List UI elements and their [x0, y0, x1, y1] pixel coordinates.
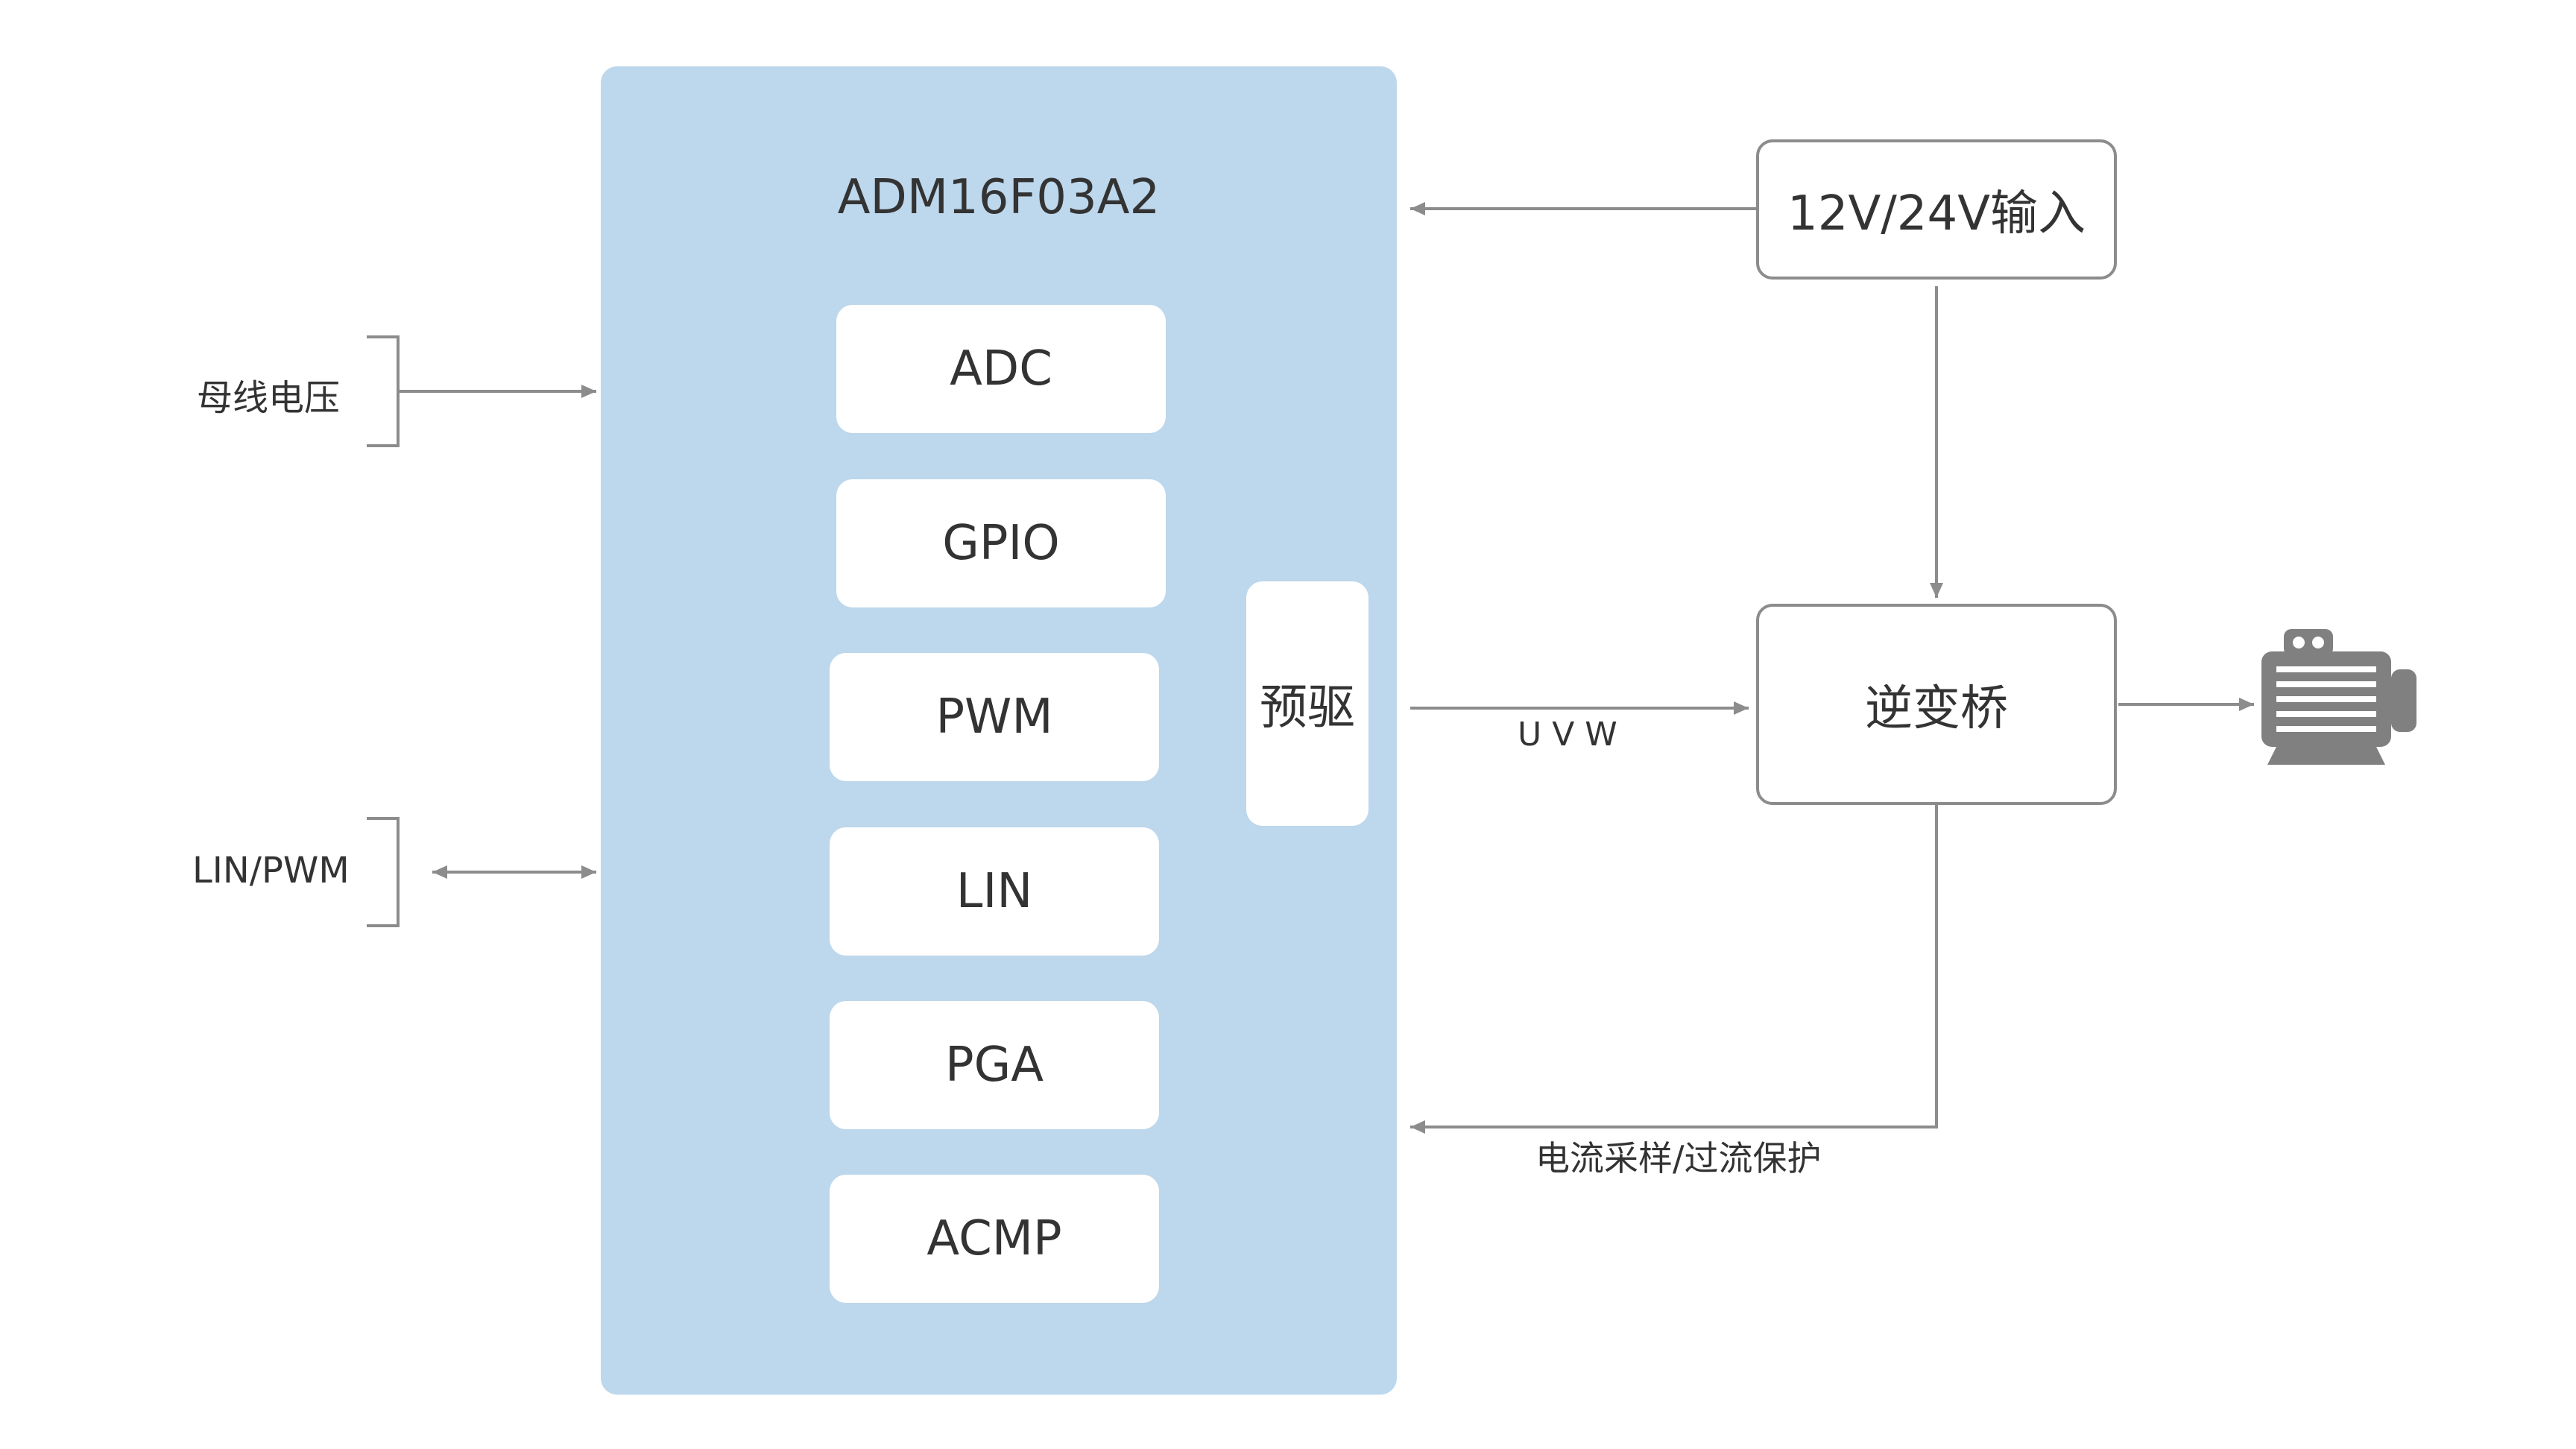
power-input-box: 12V/24V输入 [1756, 139, 2117, 280]
bus-voltage-label: 母线电压 [197, 377, 341, 419]
uvw-label: U V W [1518, 716, 1617, 754]
predrive-block: 预驱 [1246, 581, 1368, 826]
module-acmp: ACMP [830, 1175, 1159, 1303]
lin-pwm-bracket [367, 817, 400, 927]
inverter-bridge-box: 逆变桥 [1756, 604, 2117, 805]
bus-voltage-bracket [367, 335, 400, 447]
module-lin: LIN [830, 827, 1159, 956]
current-sense-arrow [1410, 805, 1938, 1134]
module-pwm: PWM [830, 653, 1159, 781]
module-pga: PGA [830, 1001, 1159, 1129]
lin-pwm-label: LIN/PWM [192, 850, 350, 891]
module-gpio: GPIO [836, 479, 1166, 607]
module-adc: ADC [836, 305, 1166, 433]
motor-icon [2261, 629, 2416, 765]
chip-title: ADM16F03A2 [837, 170, 1161, 225]
current-sense-label: 电流采样/过流保护 [1535, 1138, 1822, 1178]
